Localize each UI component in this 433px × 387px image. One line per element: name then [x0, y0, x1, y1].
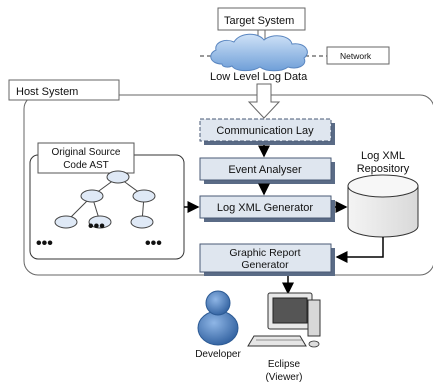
ast-node: [80, 189, 104, 203]
ast-dots-left: •••: [36, 235, 53, 252]
developer-label: Developer: [195, 349, 241, 360]
repository-label-line2: Repository: [357, 163, 410, 175]
event-analyser-label: Event Analyser: [228, 164, 302, 176]
ast-node: [130, 215, 154, 229]
ast-node: [132, 189, 156, 203]
log-xml-generator-box: [199, 195, 332, 219]
target-system-box: [217, 7, 306, 31]
network-cloud: [210, 33, 308, 72]
data-flow-arrow: [247, 83, 281, 119]
source-ast-title-line1: Original Source: [52, 147, 121, 158]
source-ast-title-box: [37, 142, 135, 174]
report-generator-label-line1: Graphic Report: [229, 247, 300, 259]
network-label-box: [326, 46, 390, 65]
ast-dots-middle: •••: [88, 218, 105, 235]
ast-node: [54, 215, 78, 229]
arrow-repository-to-report: [335, 237, 384, 263]
network-label: Network: [340, 51, 372, 61]
target-system-label: Target System: [224, 15, 294, 27]
ast-tree: [54, 170, 156, 229]
log-data-label: Low Level Log Data: [210, 71, 308, 83]
host-system-label-box: [8, 79, 120, 101]
log-xml-generator-label: Log XML Generator: [217, 202, 314, 214]
source-ast-title-line2: Code AST: [63, 160, 109, 171]
repository-cylinder: [347, 174, 419, 238]
communication-label: Communication Lay: [216, 125, 314, 137]
report-generator-box: [199, 243, 332, 273]
ast-node: [106, 170, 130, 184]
ast-dots-right: •••: [145, 235, 162, 252]
eclipse-label-line2: (Viewer): [265, 372, 302, 383]
communication-box: [199, 118, 332, 142]
computer-icon: [247, 292, 321, 348]
report-generator-label-line2: Generator: [241, 259, 289, 271]
ast-node: [88, 215, 112, 229]
event-analyser-box: [199, 157, 332, 181]
host-system-label: Host System: [16, 86, 78, 98]
developer-icon: [197, 290, 239, 346]
repository-label-line1: Log XML: [361, 150, 405, 162]
eclipse-label-line1: Eclipse: [268, 359, 301, 370]
